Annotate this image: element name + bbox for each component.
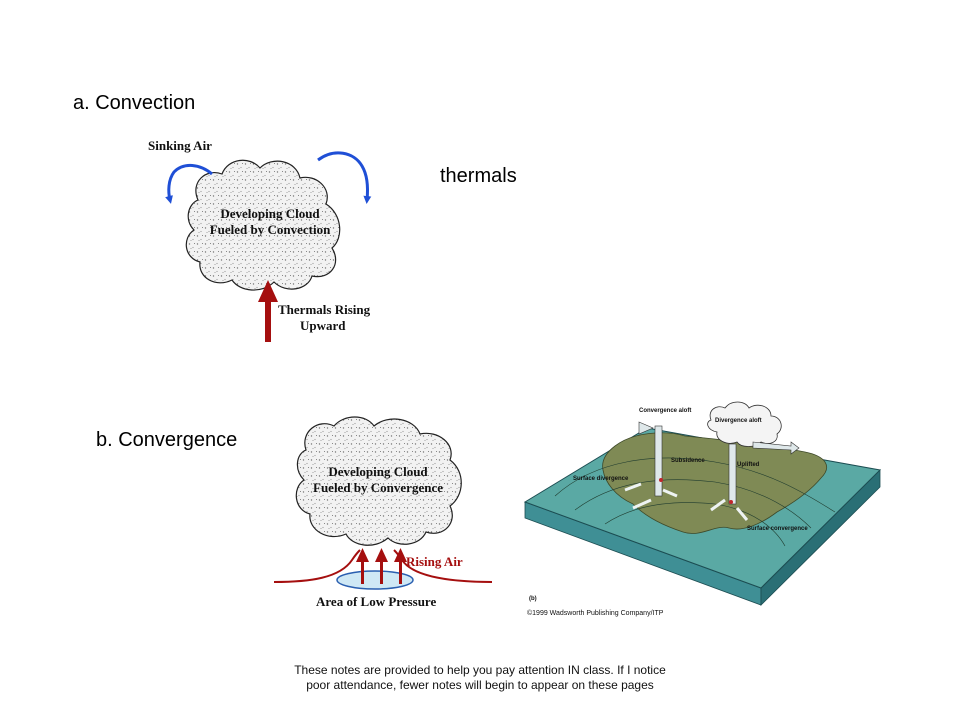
- converging-flow-left: [273, 549, 361, 583]
- rising-arrow-2-shaft: [380, 558, 383, 584]
- convection-cloud: [185, 159, 341, 291]
- map-isobar-3: [604, 502, 786, 547]
- low-pressure-area: [336, 570, 414, 590]
- map-surface-arrow-5: [662, 488, 678, 498]
- thermals-label: thermals: [440, 165, 517, 187]
- map-low-marker-1: [659, 478, 663, 482]
- map-copyright: ©1999 Wadsworth Publishing Company/ITP: [527, 610, 664, 617]
- map-low-marker-2: [729, 500, 733, 504]
- rising-arrow-3-shaft: [399, 558, 402, 584]
- map-divergence-arrow: [752, 441, 800, 455]
- map-surface-arrow-2: [632, 498, 652, 510]
- low-pressure-label: Area of Low Pressure: [316, 594, 437, 609]
- rising-arrow-2-head: [375, 548, 388, 562]
- map-isobar-2: [574, 479, 812, 529]
- rising-arrow-1-shaft: [361, 558, 364, 584]
- map-diagram-graphic: [523, 401, 882, 606]
- map-label-surface-divergence: Surface divergence: [573, 476, 629, 482]
- thermals-rising-label: Thermals Rising Upward: [278, 302, 370, 334]
- thermals-arrow-head: [258, 280, 278, 302]
- footer-line2: poor attendance, fewer notes will begin …: [306, 678, 654, 692]
- map-label-convergence-aloft: Convergence aloft: [639, 408, 692, 414]
- footer-note: These notes are provided to help you pay…: [190, 663, 770, 693]
- convection-diagram: Sinking Air Developing Cloud Fueled by C…: [140, 130, 400, 345]
- rising-arrow-3-head: [394, 548, 407, 562]
- rising-air-label: Rising Air: [406, 554, 463, 569]
- convergence-cloud-label: Developing Cloud Fueled by Convergence: [288, 464, 468, 496]
- rising-arrow-1-head: [356, 548, 369, 562]
- convection-heading: a. Convection: [73, 92, 196, 114]
- map-label-subsidence: Subsidence: [671, 458, 705, 464]
- convection-cloud-line1: Developing Cloud: [220, 206, 320, 221]
- map-surface-arrow-4: [735, 507, 749, 521]
- map-figure-tag: (b): [529, 596, 537, 602]
- map-label-divergence-aloft: Divergence aloft: [715, 418, 762, 424]
- map-surface-arrow-3: [710, 498, 726, 512]
- convergence-diagram-graphic: [273, 416, 493, 590]
- convergence-cloud: [295, 416, 462, 546]
- thermals-rising-line2: Upward: [300, 318, 346, 333]
- map-label-surface-convergence: Surface convergence: [747, 526, 808, 532]
- thermals-arrow-shaft: [265, 300, 271, 342]
- map-diagram: Convergence aloft Divergence aloft Subsi…: [515, 400, 885, 625]
- map-label-uplifted: Uplifted: [737, 462, 760, 468]
- convection-diagram-graphic: [165, 151, 372, 342]
- map-column-uplift: [728, 443, 737, 505]
- map-isobar-1: [554, 457, 836, 513]
- convection-cloud-label: Developing Cloud Fueled by Convection: [180, 206, 360, 238]
- convergence-cloud-line1: Developing Cloud: [328, 464, 428, 479]
- map-convergence-arrow: [638, 421, 654, 435]
- sinking-air-label: Sinking Air: [148, 138, 212, 153]
- convergence-heading: b. Convergence: [96, 429, 238, 451]
- footer-line1: These notes are provided to help you pay…: [294, 663, 666, 677]
- sinking-air-right-arrow: [317, 151, 372, 204]
- convergence-diagram: Developing Cloud Fueled by Convergence R…: [270, 410, 510, 615]
- convergence-cloud-line2: Fueled by Convergence: [313, 480, 443, 495]
- map-surface-arrow-1: [624, 482, 642, 492]
- map-column-convergence: [654, 425, 663, 497]
- map-cloud: [707, 401, 782, 447]
- convection-cloud-line2: Fueled by Convection: [209, 222, 331, 237]
- sinking-air-left-arrow: [165, 164, 213, 204]
- thermals-rising-line1: Thermals Rising: [278, 302, 371, 317]
